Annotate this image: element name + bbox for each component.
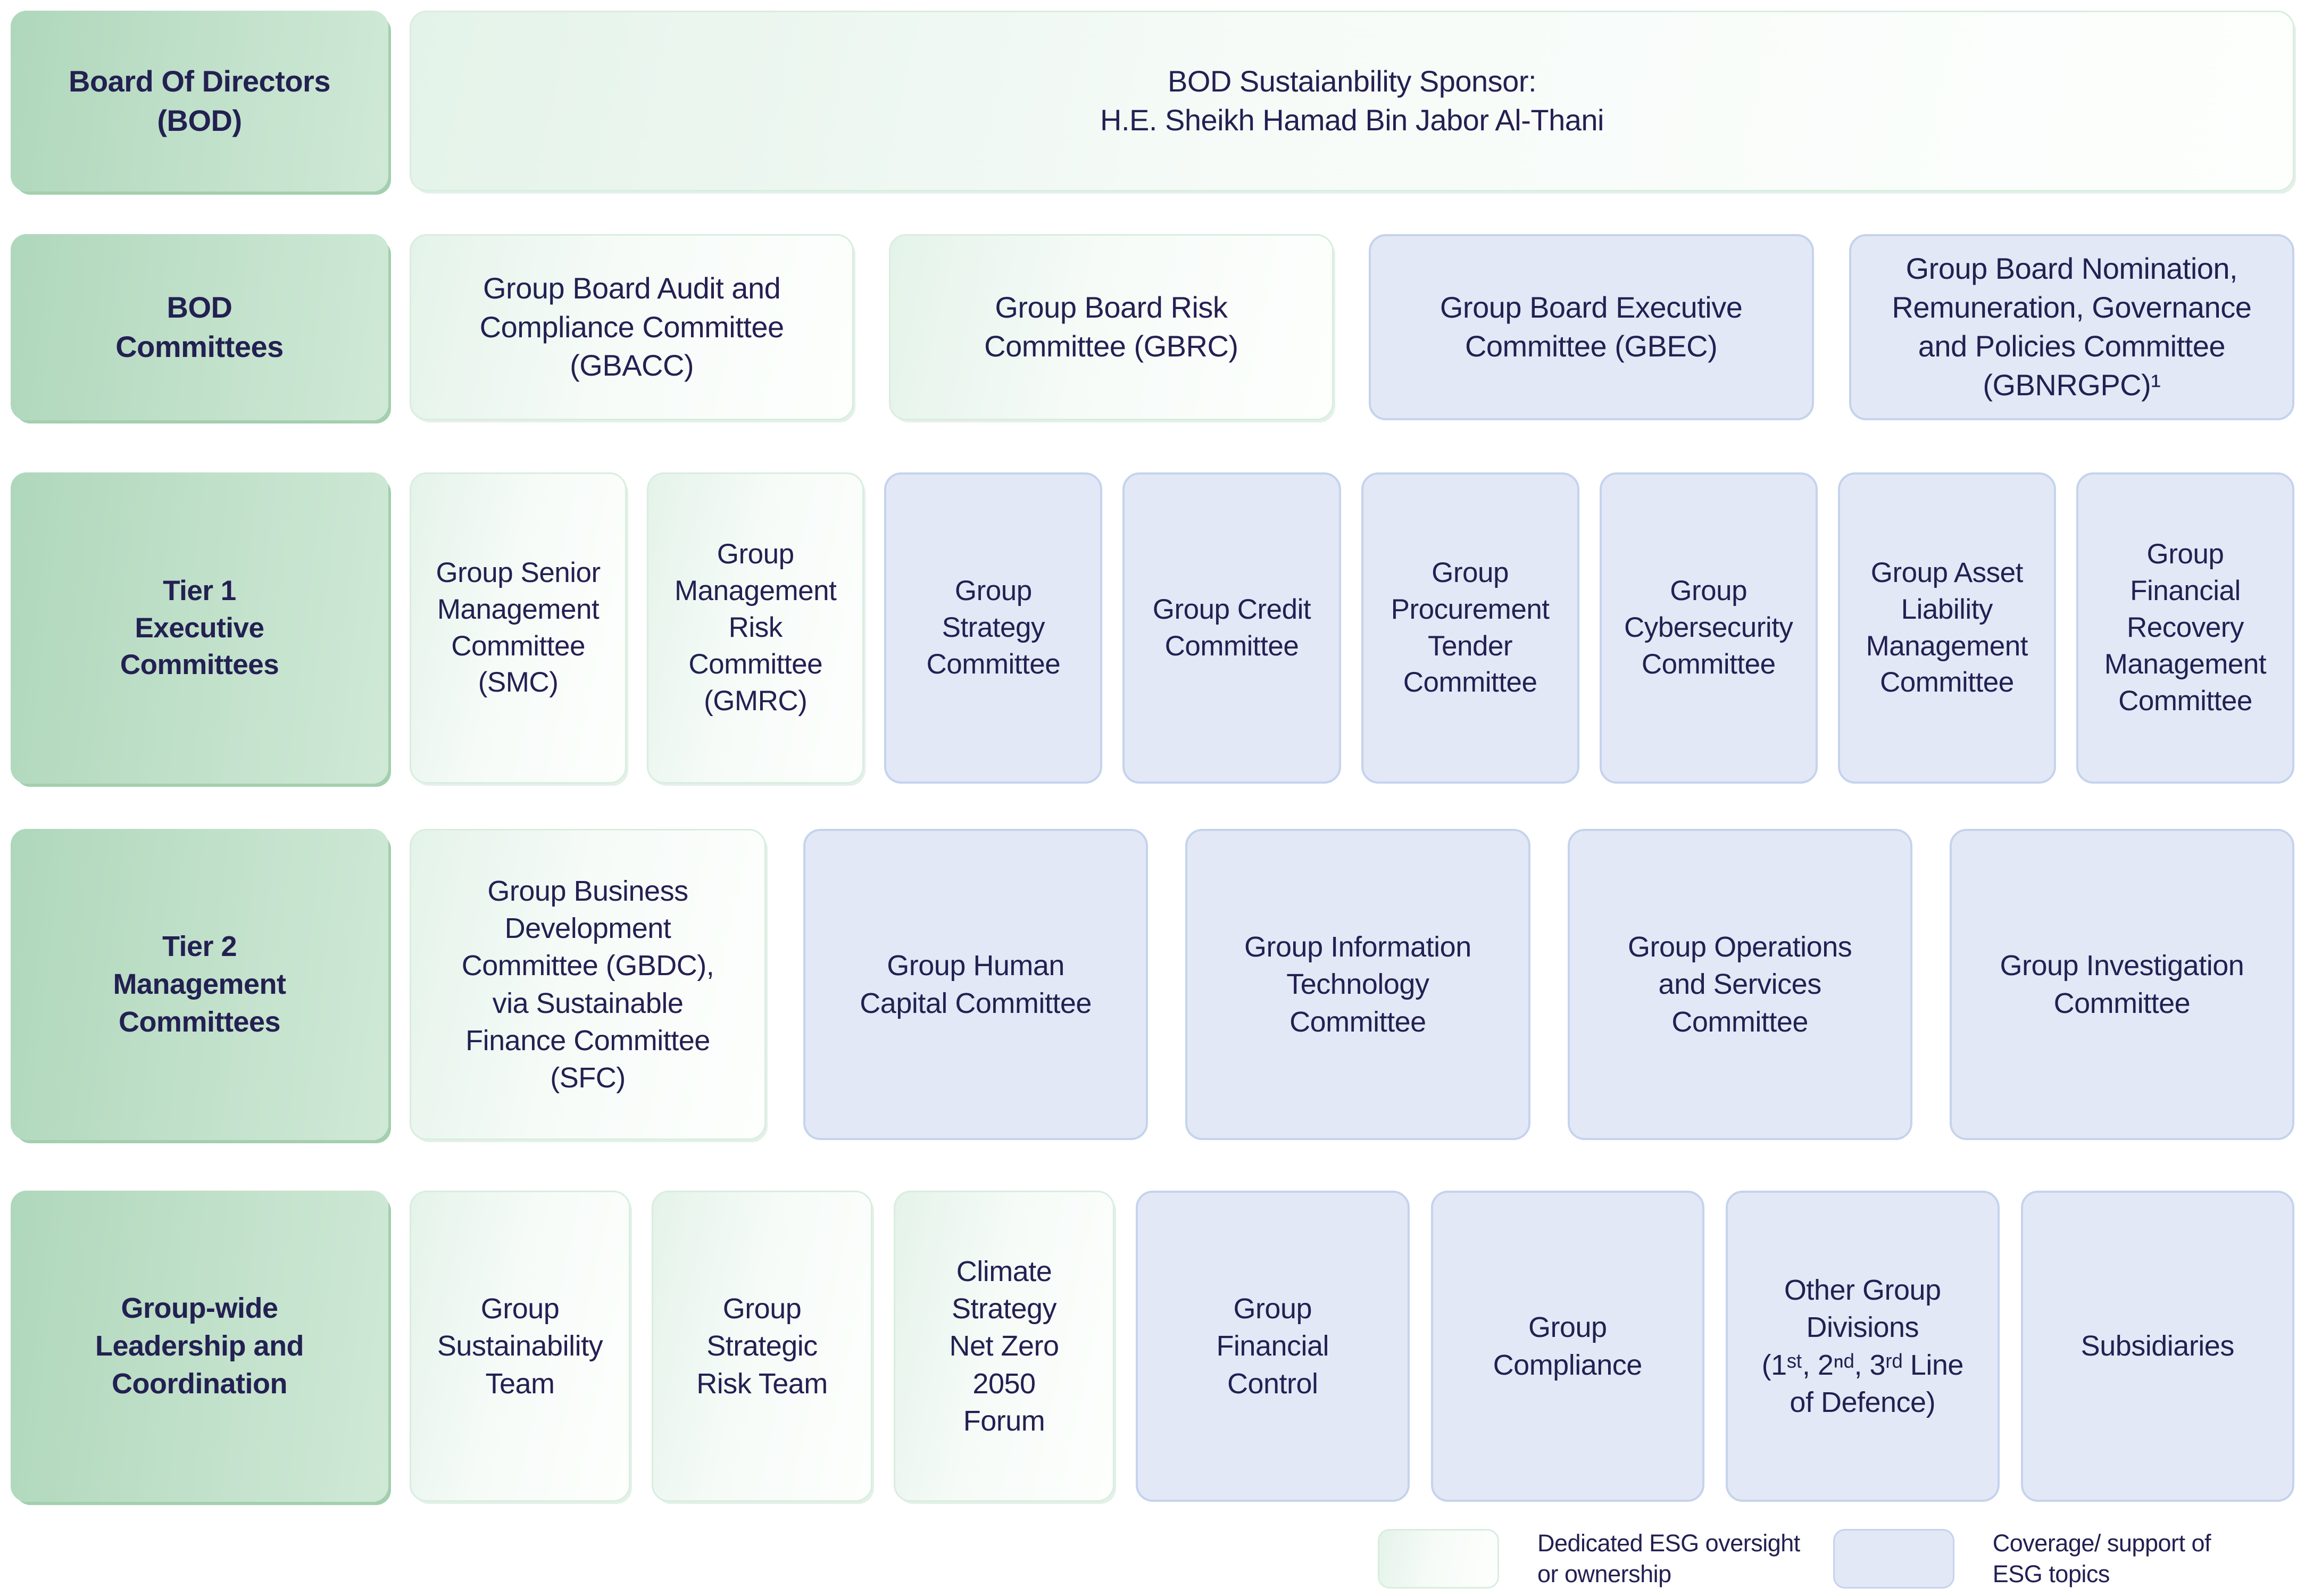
row-groupwide-boxes: Group Sustainability Team Group Strategi… xyxy=(410,1191,2294,1502)
legend-item-coverage-esg: Coverage/ support of ESG topics xyxy=(1833,1528,2211,1589)
box-bod-sustainability-sponsor: BOD Sustaianbility Sponsor: H.E. Sheikh … xyxy=(410,11,2294,192)
box-group-procurement-tender-committee: Group Procurement Tender Committee xyxy=(1361,472,1579,784)
box-group-credit-committee: Group Credit Committee xyxy=(1122,472,1341,784)
box-gmrc: Group Management Risk Committee (GMRC) xyxy=(647,472,864,784)
row-tier2-boxes: Group Business Development Committee (GB… xyxy=(410,829,2294,1140)
box-smc: Group Senior Management Committee (SMC) xyxy=(410,472,627,784)
box-subsidiaries: Subsidiaries xyxy=(2020,1191,2294,1502)
row-groupwide-leadership-coordination: Group-wide Leadership and Coordination G… xyxy=(11,1191,2294,1502)
box-gbacc: Group Board Audit and Compliance Committ… xyxy=(410,234,854,420)
box-group-asset-liability-management-committee: Group Asset Liability Management Committ… xyxy=(1837,472,2056,784)
box-gbdc-sfc: Group Business Development Committee (GB… xyxy=(410,829,766,1140)
legend-swatch-lavender xyxy=(1833,1528,1954,1589)
row-label-bod-committees: BOD Committees xyxy=(11,234,388,420)
row-tier1-executive-committees: Tier 1 Executive Committees Group Senior… xyxy=(11,472,2294,784)
row-tier1-boxes: Group Senior Management Committee (SMC) … xyxy=(410,472,2294,784)
legend: Dedicated ESG oversight or ownership Cov… xyxy=(1378,1528,2211,1589)
row-tier2-management-committees: Tier 2 Management Committees Group Busin… xyxy=(11,829,2294,1140)
box-group-human-capital-committee: Group Human Capital Committee xyxy=(803,829,1149,1140)
box-group-strategic-risk-team: Group Strategic Risk Team xyxy=(652,1191,872,1502)
row-label-tier1: Tier 1 Executive Committees xyxy=(11,472,388,784)
box-group-compliance: Group Compliance xyxy=(1430,1191,1704,1502)
row-bod-committees-boxes: Group Board Audit and Compliance Committ… xyxy=(410,234,2294,420)
box-climate-strategy-net-zero-2050-forum: Climate Strategy Net Zero 2050 Forum xyxy=(894,1191,1114,1502)
box-group-cybersecurity-committee: Group Cybersecurity Committee xyxy=(1599,472,1818,784)
row-label-groupwide: Group-wide Leadership and Coordination xyxy=(11,1191,388,1502)
legend-item-dedicated-esg: Dedicated ESG oversight or ownership xyxy=(1378,1528,1800,1589)
legend-label-coverage-esg: Coverage/ support of ESG topics xyxy=(1992,1530,2211,1587)
box-group-investigation-committee: Group Investigation Committee xyxy=(1949,829,2294,1140)
box-group-sustainability-team: Group Sustainability Team xyxy=(410,1191,630,1502)
box-group-operations-and-services-committee: Group Operations and Services Committee xyxy=(1567,829,1912,1140)
row-board-boxes: BOD Sustaianbility Sponsor: H.E. Sheikh … xyxy=(410,11,2294,192)
box-other-group-divisions: Other Group Divisions (1ˢᵗ, 2ⁿᵈ, 3ʳᵈ Lin… xyxy=(1726,1191,2000,1502)
box-gbnrgpc: Group Board Nomination, Remuneration, Go… xyxy=(1849,234,2294,420)
box-group-financial-control: Group Financial Control xyxy=(1136,1191,1410,1502)
legend-swatch-green xyxy=(1378,1528,1499,1589)
legend-label-dedicated-esg: Dedicated ESG oversight or ownership xyxy=(1537,1530,1800,1587)
row-label-tier2: Tier 2 Management Committees xyxy=(11,829,388,1140)
row-bod-committees: BOD Committees Group Board Audit and Com… xyxy=(11,234,2294,420)
box-gbec: Group Board Executive Committee (GBEC) xyxy=(1368,234,1814,420)
box-group-financial-recovery-management-committee: Group Financial Recovery Management Comm… xyxy=(2076,472,2294,784)
row-label-board-of-directors: Board Of Directors (BOD) xyxy=(11,11,388,192)
row-board-of-directors: Board Of Directors (BOD) BOD Sustaianbil… xyxy=(11,11,2294,192)
box-group-strategy-committee: Group Strategy Committee xyxy=(884,472,1103,784)
box-gbrc: Group Board Risk Committee (GBRC) xyxy=(889,234,1334,420)
box-group-information-technology-committee: Group Information Technology Committee xyxy=(1185,829,1530,1140)
